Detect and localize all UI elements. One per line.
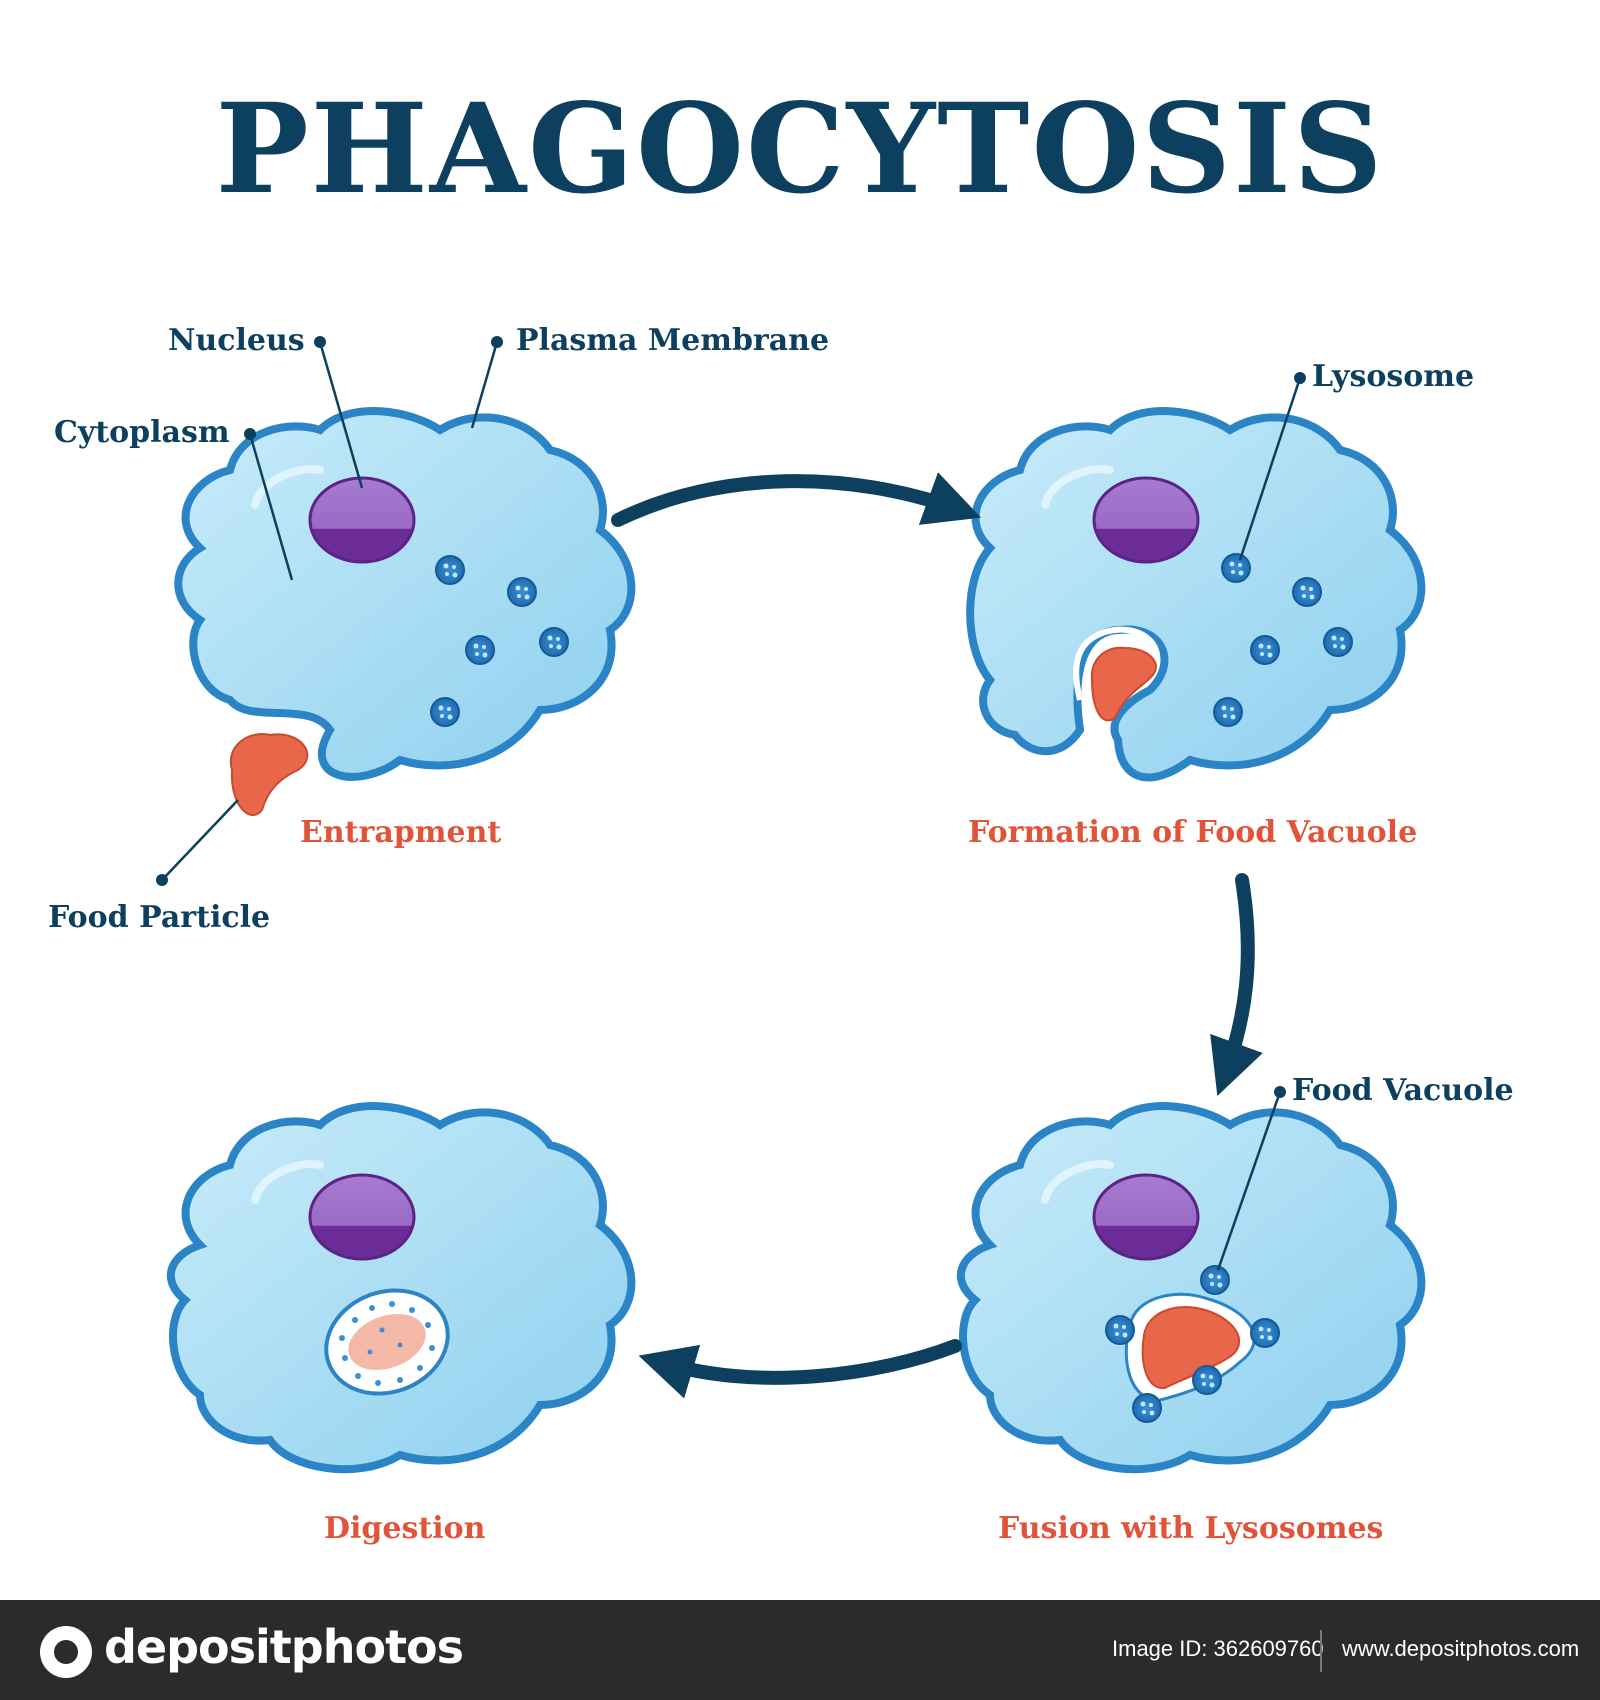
pointer-dot-lysosome [1294,372,1306,384]
pointer-dot-membrane [491,336,503,348]
image-id-value: 362609760 [1213,1636,1324,1661]
plasma-membrane [174,407,636,781]
forming-vacuole-membrane [1073,626,1160,701]
lysosome [1221,553,1251,583]
image-id: Image ID: 362609760 [1112,1638,1324,1660]
stage-label-entrapment: Entrapment [300,815,502,850]
website-url: www.depositphotos.com [1342,1636,1580,1661]
arrow-entrapment-to-formation [611,472,982,527]
nucleus [308,1173,416,1261]
pointer-dot-cytoplasm [244,428,256,440]
pointer-dot-nucleus [314,336,326,348]
pointer-dot-food [156,874,168,886]
label-nucleus: Nucleus [168,323,305,358]
arrow-fusion-to-digestion [638,1339,962,1399]
lysosome [1200,1265,1230,1295]
lysosome [430,697,460,727]
brand-logo-icon [40,1626,92,1678]
label-food-particle: Food Particle [48,900,271,935]
cell-formation [966,372,1426,782]
label-lysosome: Lysosome [1312,359,1475,394]
food-particle [229,733,309,816]
diagram-graphics [156,336,1426,1474]
lysosome [1192,1365,1222,1395]
enzyme-dots [339,1301,435,1386]
diagram-title: PHAGOCYTOSIS [215,77,1385,222]
stage-label-digestion: Digestion [324,1511,486,1546]
cell-highlight [1041,1160,1114,1204]
food-particle [1090,646,1157,722]
lysosome [1250,1318,1280,1348]
lysosome [507,577,537,607]
pointer-dot-vacuole [1274,1086,1286,1098]
pointer-line-cytoplasm [248,433,294,581]
image-id-label: Image ID: [1112,1636,1208,1661]
cell-highlight [1041,465,1114,509]
cell-highlight [251,465,324,509]
label-cytoplasm: Cytoplasm [54,415,230,450]
stage-label-fusion: Fusion with Lysosomes [998,1511,1384,1546]
stage-label-formation: Formation of Food Vacuole [968,815,1418,850]
lysosome [1213,697,1243,727]
footer-divider [1320,1630,1322,1672]
pointer-line-food [161,799,239,881]
cell-entrapment [156,336,636,886]
arrow-formation-to-fusion [1210,873,1263,1097]
pointer-line-membrane [470,341,499,429]
nucleus [1092,1173,1200,1261]
pointer-line-vacuole [1216,1091,1282,1271]
plasma-membrane [966,407,1426,782]
pointer-line-nucleus [318,341,364,489]
plasma-membrane [166,1102,636,1474]
cell-digestion [166,1102,636,1474]
footer-bar: depositphotos Image ID: 362609760 www.de… [0,1600,1600,1700]
lysosome [539,627,569,657]
nucleus [308,476,416,564]
lysosome [1292,577,1322,607]
label-food-vacuole: Food Vacuole [1292,1073,1514,1108]
food-particle [1141,1306,1240,1390]
lysosome [1132,1393,1162,1423]
nucleus [1092,476,1200,564]
lysosome [1323,627,1353,657]
cell-highlight [251,1160,324,1204]
plasma-membrane [956,1102,1426,1474]
lysosome [1250,635,1280,665]
lysosome [1105,1315,1135,1345]
brand-name: depositphotos [104,1620,464,1674]
label-plasma-membrane: Plasma Membrane [516,323,830,358]
cell-fusion [956,1086,1426,1474]
digested-food [348,1313,426,1371]
lysosome [435,555,465,585]
lysosome [465,635,495,665]
pointer-line-lysosome [1238,377,1302,561]
